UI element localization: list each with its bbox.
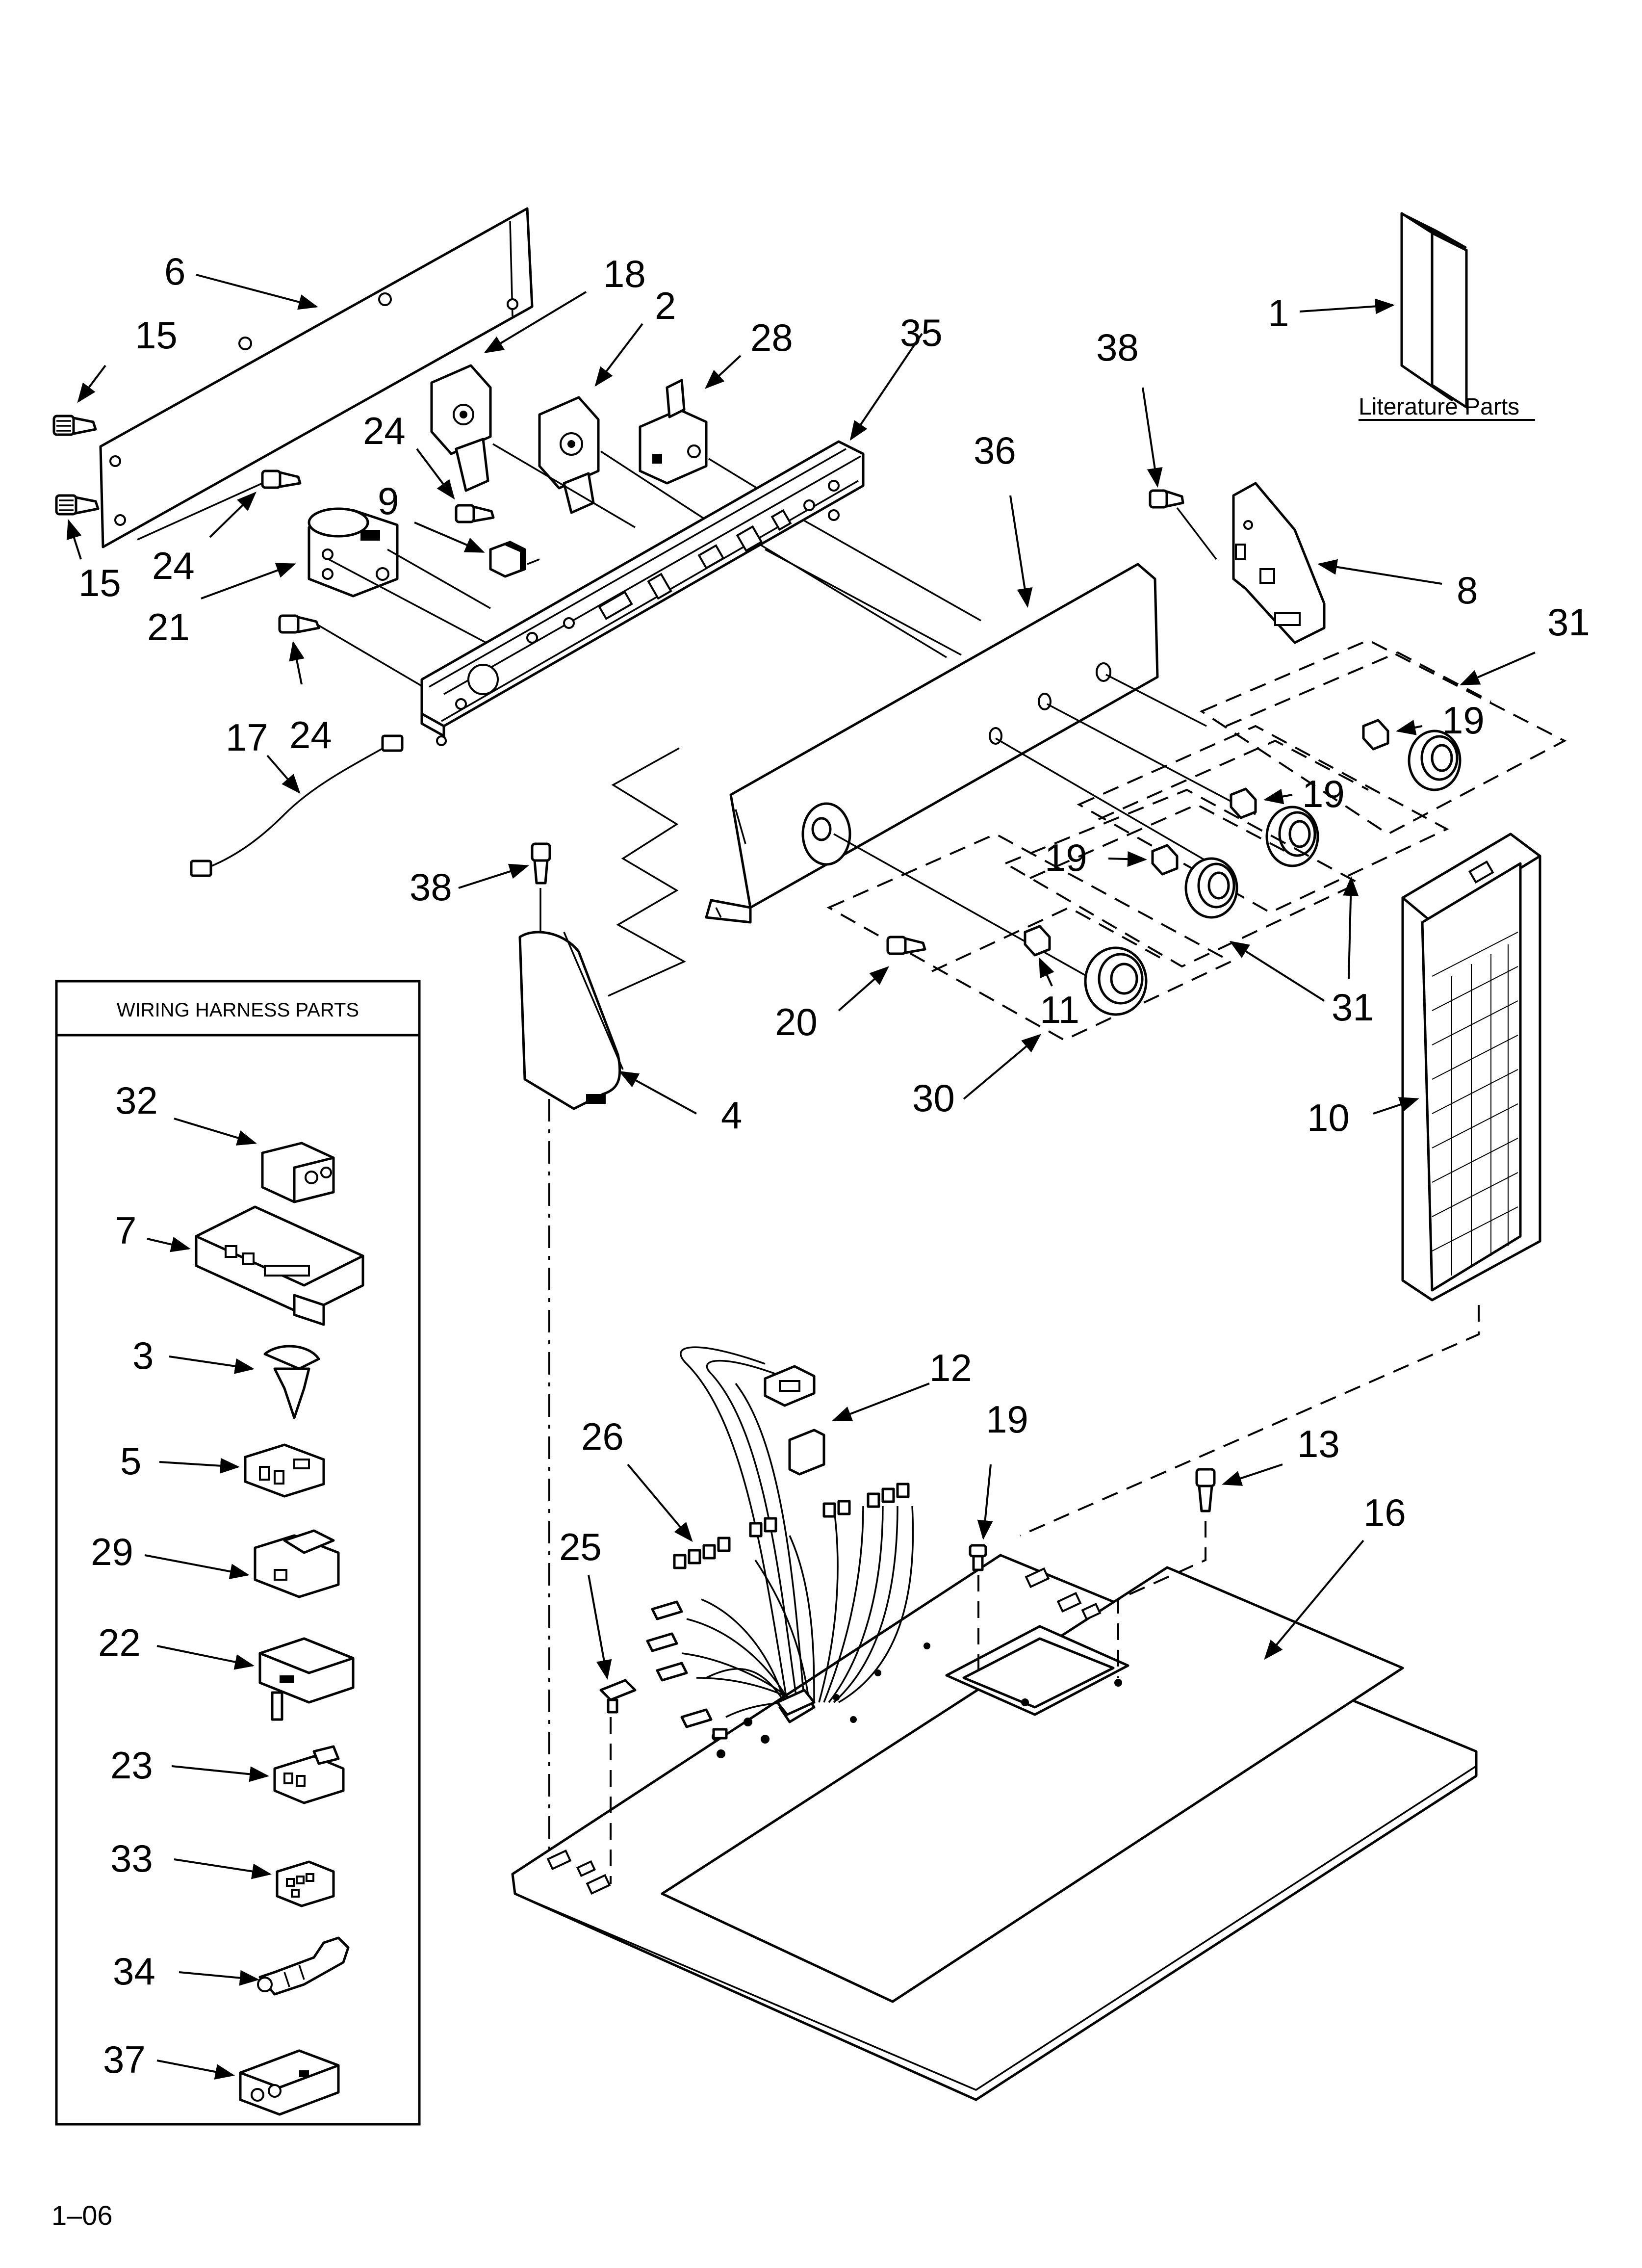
callout-15-bottom: 15 bbox=[78, 561, 121, 604]
callout-25: 25 bbox=[559, 1525, 602, 1568]
switch-18 bbox=[430, 364, 492, 492]
screw-13 bbox=[1195, 1468, 1216, 1512]
literature-parts-book bbox=[1400, 212, 1468, 410]
callout-11: 11 bbox=[1040, 988, 1079, 1031]
callout-16: 16 bbox=[1363, 1491, 1406, 1534]
switch-28 bbox=[639, 379, 708, 485]
harness-part-23 bbox=[273, 1745, 345, 1804]
page-code: 1–06 bbox=[51, 2200, 113, 2231]
timer-21 bbox=[308, 507, 399, 598]
callout-1: 1 bbox=[1268, 291, 1289, 335]
screw-24-left bbox=[261, 469, 302, 489]
harness-connector-12 bbox=[764, 1365, 825, 1476]
callout-20: 20 bbox=[775, 1000, 818, 1043]
control-bracket-35 bbox=[420, 440, 865, 746]
callout-9: 9 bbox=[378, 479, 399, 522]
top-panel-16 bbox=[511, 1554, 1478, 2101]
harness-part-37 bbox=[239, 2049, 340, 2116]
callout-8: 8 bbox=[1457, 569, 1478, 612]
screw-24-lower bbox=[278, 614, 320, 634]
callout-31-low: 31 bbox=[1332, 986, 1374, 1029]
harness-part-34 bbox=[257, 1936, 350, 1996]
callout-24-b: 24 bbox=[363, 409, 406, 452]
knob-assembly-31-low bbox=[1003, 788, 1361, 968]
callout-24-c: 24 bbox=[289, 713, 332, 756]
screw-15-bottom bbox=[55, 494, 100, 516]
screw-15-top bbox=[52, 415, 97, 436]
callout-21: 21 bbox=[147, 605, 190, 649]
callout-26: 26 bbox=[581, 1415, 624, 1458]
harness-callout-29: 29 bbox=[91, 1530, 133, 1573]
callout-28: 28 bbox=[750, 316, 793, 359]
callout-19-a: 19 bbox=[1442, 699, 1485, 742]
knob-assembly-30 bbox=[826, 833, 1233, 1042]
harness-callout-34: 34 bbox=[113, 1950, 155, 1993]
harness-part-32 bbox=[261, 1142, 335, 1203]
callout-19-b: 19 bbox=[1302, 772, 1345, 815]
assembly-lines-upper bbox=[318, 443, 981, 693]
control-console-36 bbox=[705, 563, 1159, 924]
knob-assembly-31-top bbox=[1199, 639, 1567, 835]
callout-4: 4 bbox=[721, 1094, 742, 1137]
harness-part-22 bbox=[258, 1637, 355, 1721]
callout-18: 18 bbox=[603, 252, 646, 295]
callout-35: 35 bbox=[900, 311, 943, 354]
callout-17: 17 bbox=[226, 716, 268, 759]
wiring-harness-parts-box bbox=[55, 980, 421, 2126]
screw-19-low bbox=[969, 1544, 987, 1571]
harness-part-5 bbox=[244, 1443, 325, 1498]
harness-part-29 bbox=[254, 1529, 340, 1598]
lint-screen-10 bbox=[1401, 833, 1541, 1302]
literature-parts-label: Literature Parts bbox=[1359, 394, 1519, 420]
rear-control-panel bbox=[99, 207, 534, 548]
harness-part-7 bbox=[195, 1205, 364, 1326]
callout-6: 6 bbox=[164, 250, 185, 293]
callout-15-top: 15 bbox=[135, 313, 178, 357]
callout-13: 13 bbox=[1297, 1422, 1340, 1465]
screw-20 bbox=[886, 936, 926, 955]
callout-24-a: 24 bbox=[152, 544, 195, 587]
harness-callout-33: 33 bbox=[110, 1837, 153, 1880]
knob-assembly-31-mid bbox=[1077, 725, 1449, 914]
callout-30: 30 bbox=[912, 1076, 955, 1120]
harness-callout-22: 22 bbox=[98, 1621, 141, 1664]
callout-19-d: 19 bbox=[986, 1398, 1028, 1441]
harness-part-33 bbox=[276, 1860, 335, 1907]
harness-callout-7: 7 bbox=[115, 1209, 136, 1252]
screw-38-top bbox=[1149, 489, 1184, 509]
console-endcap-8 bbox=[1232, 482, 1326, 644]
harness-callout-5: 5 bbox=[120, 1439, 141, 1483]
console-endcap-4 bbox=[518, 931, 624, 1110]
callout-36: 36 bbox=[974, 429, 1016, 472]
screw-24-mid bbox=[455, 504, 495, 523]
callout-38-top: 38 bbox=[1096, 326, 1139, 369]
harness-callout-37: 37 bbox=[103, 2038, 146, 2081]
harness-callout-3: 3 bbox=[132, 1334, 154, 1377]
harness-callout-32: 32 bbox=[115, 1079, 158, 1122]
clip-25 bbox=[599, 1679, 637, 1714]
wire-17 bbox=[190, 734, 404, 877]
harness-callout-23: 23 bbox=[110, 1744, 153, 1787]
callout-19-c: 19 bbox=[1045, 836, 1087, 879]
connector-9 bbox=[489, 541, 526, 578]
callout-10: 10 bbox=[1307, 1096, 1350, 1139]
callout-2: 2 bbox=[655, 284, 676, 327]
callout-31-top: 31 bbox=[1547, 600, 1590, 644]
switch-2 bbox=[538, 396, 600, 514]
callout-38-mid: 38 bbox=[410, 865, 452, 909]
wiring-harness-26 bbox=[646, 1346, 914, 1740]
wiring-harness-title: WIRING HARNESS PARTS bbox=[117, 999, 359, 1021]
screw-38-mid bbox=[531, 842, 551, 885]
harness-part-3 bbox=[263, 1345, 320, 1419]
callout-12: 12 bbox=[929, 1346, 972, 1389]
